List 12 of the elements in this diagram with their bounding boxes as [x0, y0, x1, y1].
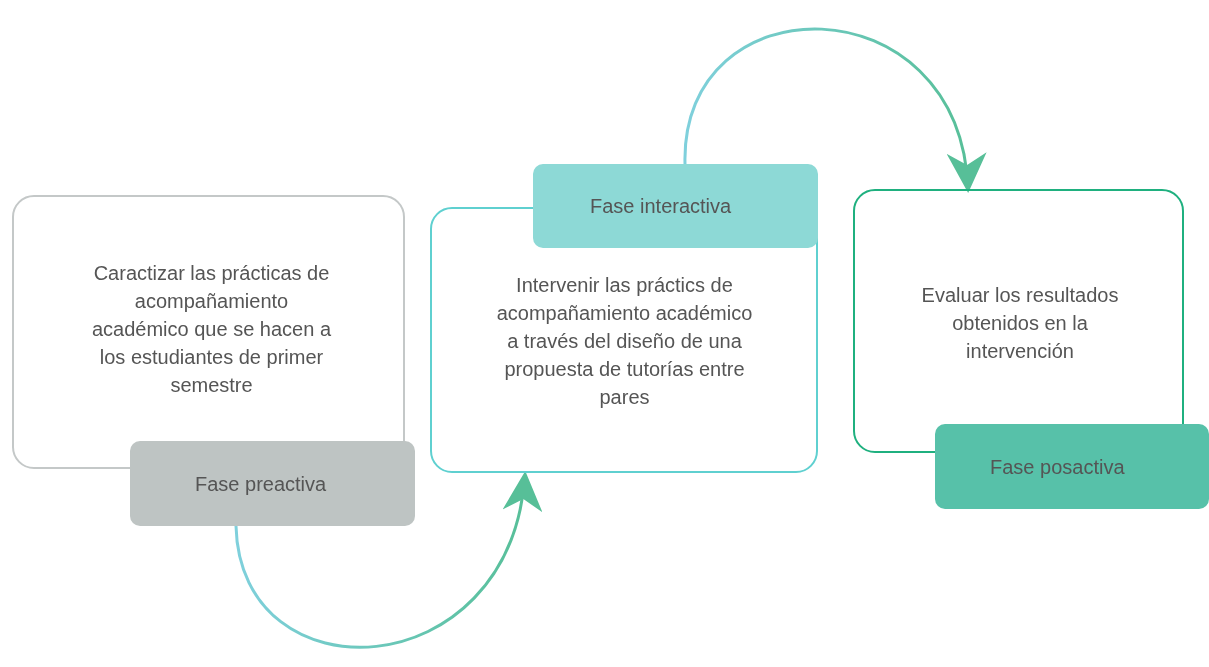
phase-title: Fase preactiva	[195, 471, 327, 497]
phase-description: Evaluar los resultados obtenidos en la intervención	[920, 283, 1120, 364]
phase-tab	[533, 164, 818, 248]
phase-title: Fase posactiva	[990, 454, 1125, 480]
phase-card	[853, 189, 1184, 453]
phase-description: Caractizar las prácticas de acompañamiento académico que se hacen a los estudiantes de primer semestre	[90, 261, 333, 398]
phase-description: Intervenir las práctics de acompañamiento académico a través del diseño de una propuesta de tutorías entre pares	[495, 273, 754, 410]
curved-arrow	[234, 471, 539, 648]
phase-title: Fase interactiva	[590, 194, 732, 219]
phase-tab	[130, 441, 415, 526]
phase-tab	[935, 424, 1209, 509]
phase-card	[12, 195, 405, 469]
